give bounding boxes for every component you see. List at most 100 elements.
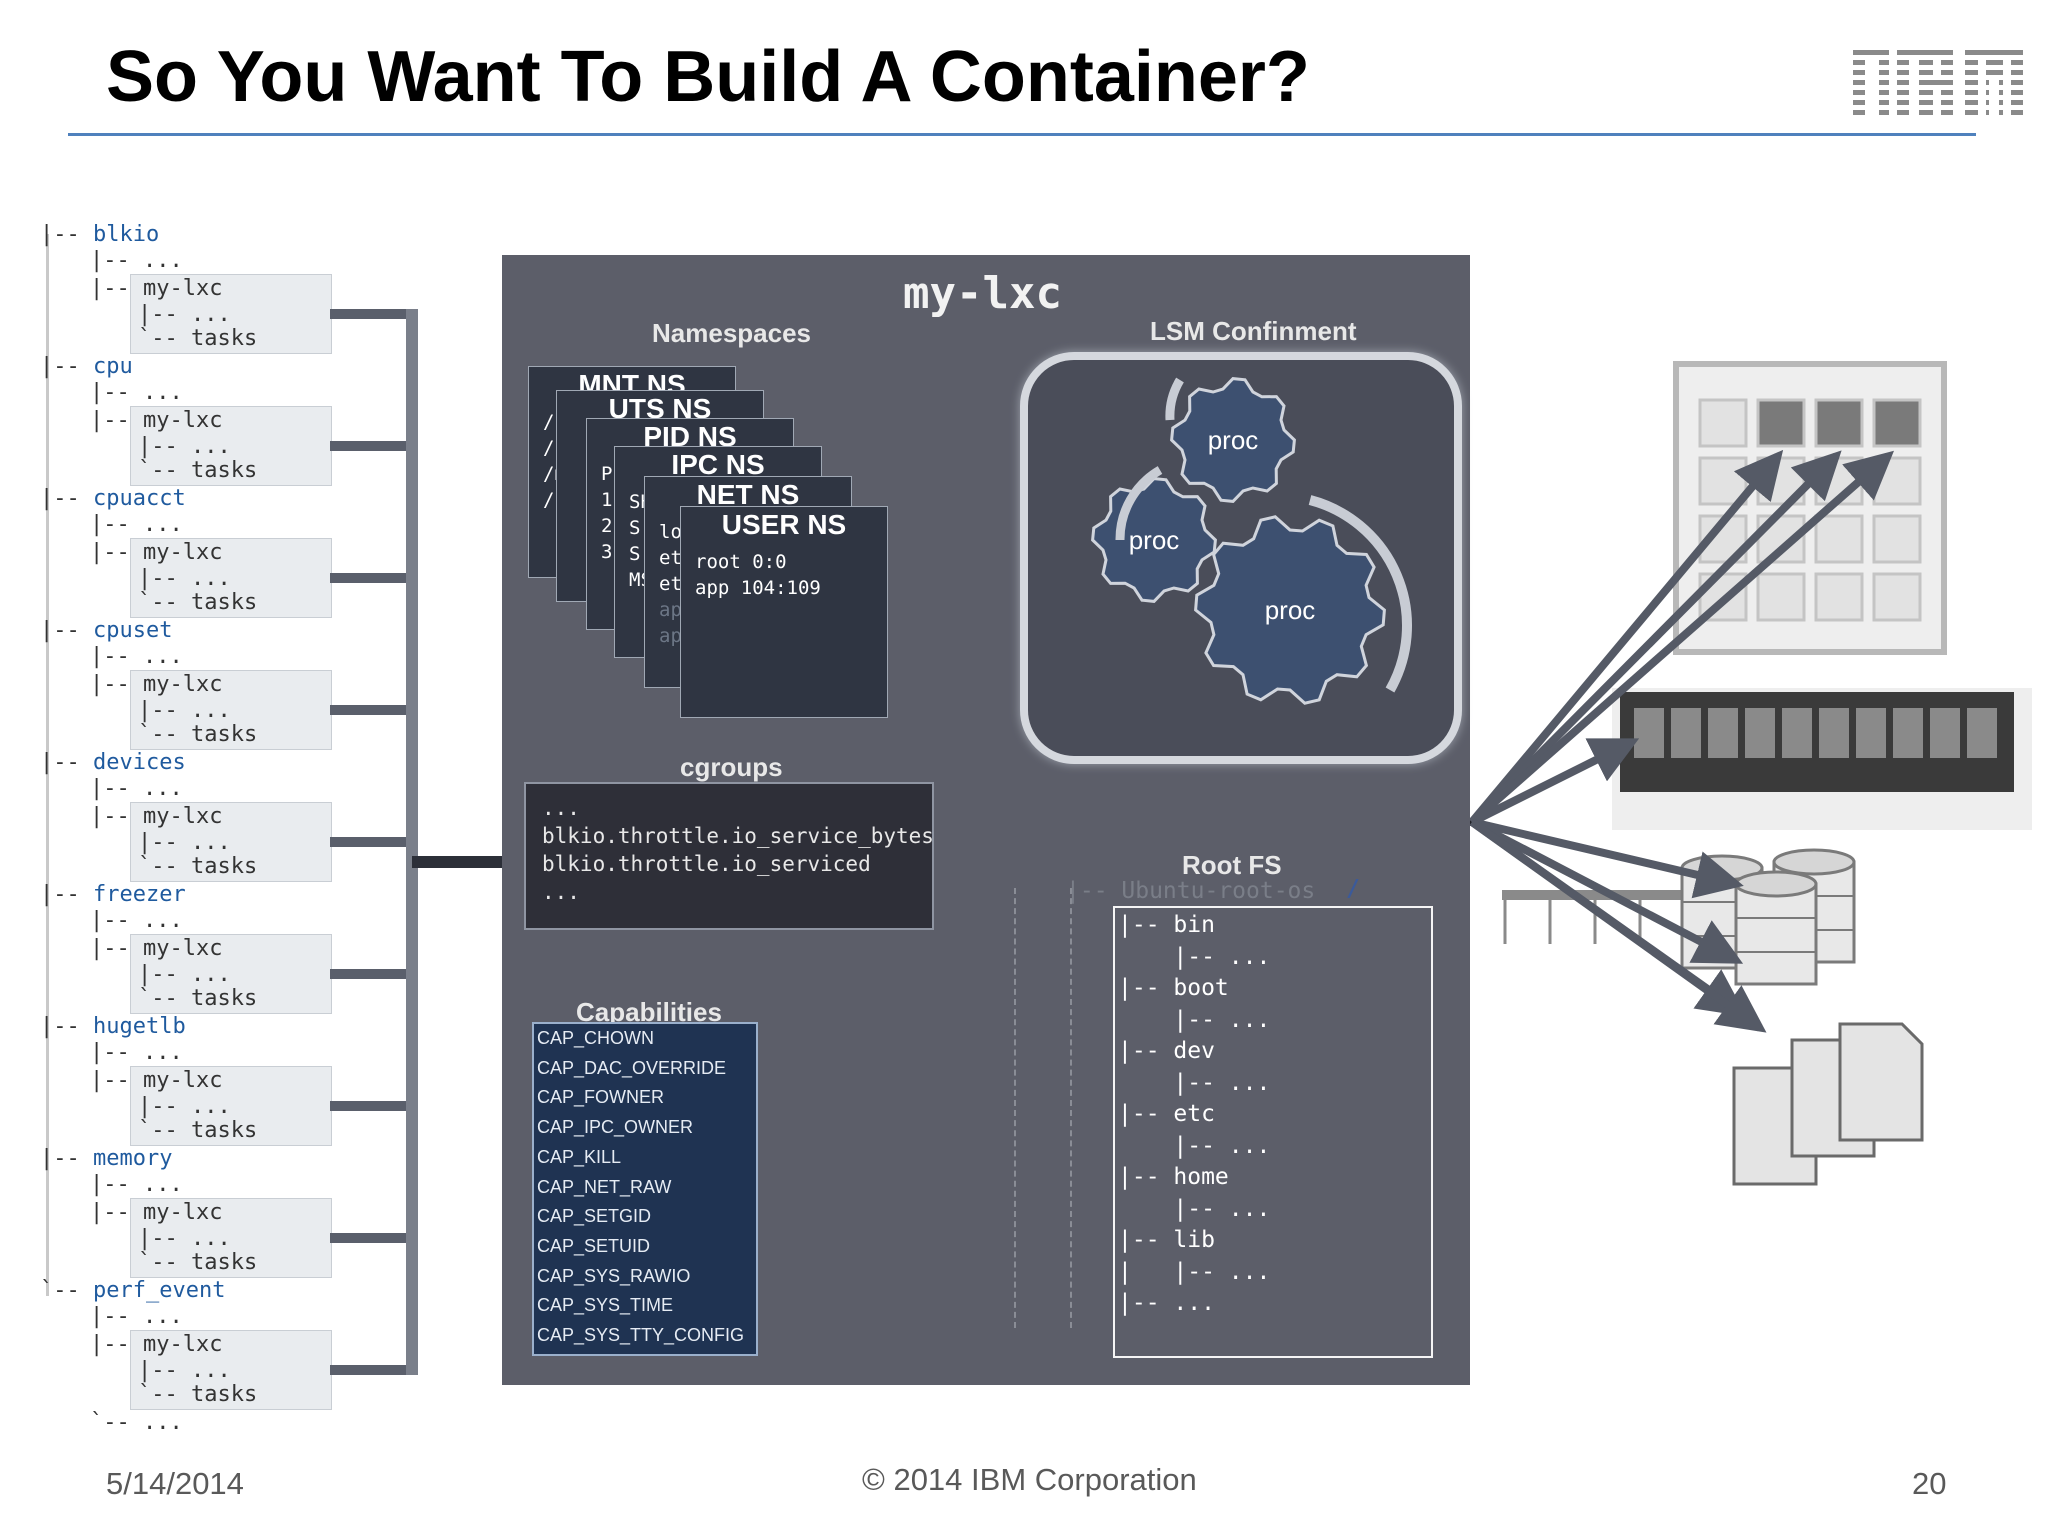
rotation-arrow bbox=[1165, 377, 1184, 421]
container-child-line: |-- ... bbox=[138, 566, 231, 591]
namespace-entry: app 104:109 bbox=[695, 577, 821, 599]
resource-arrow bbox=[1468, 449, 1784, 825]
namespace-entry: 1 bbox=[601, 489, 613, 511]
namespace-entry: / bbox=[543, 411, 555, 433]
cpu-core bbox=[1698, 398, 1748, 448]
tree-prefix: |-- bbox=[40, 222, 93, 247]
cgroup-entry: |-- blkio bbox=[40, 222, 159, 248]
cgroup-hierarchy-tree: |-- blkio|-- ...|-- my-lxc|-- ...`-- tas… bbox=[40, 222, 490, 1442]
container-child-line: |-- ... bbox=[138, 1358, 231, 1383]
tree-prefix: |-- bbox=[40, 354, 93, 379]
container-cgroup-box bbox=[130, 1198, 332, 1278]
capability-item: CAP_DAC_OVERRIDE bbox=[537, 1057, 727, 1078]
cgroup-entry: |-- devices bbox=[40, 750, 186, 776]
tree-ellipsis: |-- ... bbox=[90, 248, 183, 273]
rotation-arrow bbox=[1115, 466, 1163, 541]
rootfs-entry: |-- ... bbox=[1118, 1132, 1271, 1159]
cgroup-name: freezer bbox=[92, 882, 186, 907]
rootfs-box bbox=[1113, 906, 1433, 1358]
tree-ellipsis: |-- ... bbox=[90, 380, 183, 405]
cgroup-entry: |-- freezer bbox=[40, 882, 186, 908]
cpu-core bbox=[1872, 572, 1922, 622]
container-cgroup-box bbox=[130, 406, 332, 486]
database-icon bbox=[1734, 882, 1818, 986]
capability-item: CAP_NET_RAW bbox=[537, 1176, 672, 1197]
memory-chip bbox=[1671, 708, 1701, 758]
cgroup-name: cpuacct bbox=[92, 486, 186, 511]
capability-item: CAP_IPC_OWNER bbox=[537, 1117, 694, 1138]
capability-item: CAP_KILL bbox=[537, 1146, 622, 1167]
tasks-line: `-- tasks bbox=[138, 1118, 258, 1143]
tree-ellipsis: |-- ... bbox=[90, 1040, 183, 1065]
tree-ellipsis: |-- ... bbox=[90, 512, 183, 537]
namespace-card: USER NS root 0:0 app 104:109 bbox=[680, 506, 888, 718]
proc-label: proc bbox=[1265, 595, 1316, 625]
tree-prefix: |-- bbox=[40, 618, 93, 643]
cgroups-file-line: ... bbox=[542, 880, 580, 904]
namespace-title: IPC NS bbox=[671, 449, 765, 480]
rootfs-entry: |-- ... bbox=[1118, 1006, 1271, 1033]
capability-item: CAP_SETUID bbox=[537, 1235, 651, 1256]
rootfs-entry: |-- home bbox=[1118, 1164, 1229, 1190]
slide-title: So You Want To Build A Container? bbox=[106, 37, 1310, 117]
slide-page-number: 20 bbox=[1912, 1466, 1947, 1501]
cgroup-name: blkio bbox=[92, 222, 160, 247]
capability-item: CAP_SYS_RAWIO bbox=[537, 1265, 691, 1286]
container-cgroup-box bbox=[130, 538, 332, 618]
container-cgroup-box bbox=[130, 1066, 332, 1146]
tree-prefix: |-- bbox=[40, 486, 93, 511]
memory-chip bbox=[1708, 708, 1738, 758]
tree-prefix: |-- bbox=[40, 1146, 93, 1171]
namespace-title: NET NS bbox=[696, 479, 800, 510]
namespace-entry: root 0:0 bbox=[695, 551, 787, 573]
gear-icon bbox=[1194, 515, 1386, 705]
tasks-line: `-- tasks bbox=[138, 722, 258, 747]
capabilities-list: CAP_CHOWN CAP_DAC_OVERRIDE CAP_FOWNER CAP_I… bbox=[532, 1022, 758, 1356]
cgroup-entry: |-- memory bbox=[40, 1146, 172, 1172]
resource-arrow bbox=[1469, 450, 1842, 825]
cgroup-entry: |-- cpu bbox=[40, 354, 133, 380]
tree-ellipsis: |-- ... bbox=[90, 908, 183, 933]
resource-arrow bbox=[1470, 818, 1744, 964]
container-name: my-lxc bbox=[903, 268, 1062, 319]
cpu-core bbox=[1756, 398, 1806, 448]
tasks-line: `-- tasks bbox=[138, 1382, 258, 1407]
storage-rail bbox=[1502, 890, 1692, 900]
rootfs-entry: |-- etc bbox=[1118, 1101, 1215, 1127]
database-top bbox=[1772, 848, 1856, 876]
cgroup-name: cpu bbox=[92, 354, 133, 379]
cpu-core bbox=[1814, 398, 1864, 448]
memory-chip bbox=[1930, 708, 1960, 758]
cgroup-name: memory bbox=[92, 1146, 173, 1171]
cgroups-file-line: blkio.throttle.io_service_bytes bbox=[542, 824, 934, 848]
proc-label: proc bbox=[1129, 525, 1180, 555]
namespace-title: USER NS bbox=[721, 509, 847, 540]
slide-date: 5/14/2014 bbox=[106, 1466, 244, 1501]
tree-ellipsis: |-- ... bbox=[90, 644, 183, 669]
container-cgroup-box bbox=[130, 934, 332, 1014]
rootfs-entry: |-- ... bbox=[1118, 1069, 1271, 1096]
container-child-line: |-- ... bbox=[138, 1226, 231, 1251]
container-cgroup-line: |-- my-lxc bbox=[90, 804, 223, 829]
container-cgroup-line: |-- my-lxc bbox=[90, 276, 223, 301]
namespace-entry: 2 bbox=[601, 515, 613, 537]
capability-item: CAP_CHOWN bbox=[537, 1028, 655, 1048]
container-cgroup-line: |-- my-lxc bbox=[90, 540, 223, 565]
container-cgroup-line: |-- my-lxc bbox=[90, 672, 223, 697]
container-cgroup-line: |-- my-lxc bbox=[90, 936, 223, 961]
tasks-line: `-- tasks bbox=[138, 1250, 258, 1275]
resource-arrow bbox=[1469, 450, 1895, 826]
cgroup-entry: |-- cpuset bbox=[40, 618, 172, 644]
cgroup-entry: |-- cpuacct bbox=[40, 486, 186, 512]
capability-item: CAP_SYS_TIME bbox=[537, 1295, 674, 1316]
namespace-entry: S bbox=[629, 517, 641, 539]
memory-chip bbox=[1893, 708, 1923, 758]
cgroup-name: devices bbox=[92, 750, 186, 775]
container-child-line: |-- ... bbox=[138, 302, 231, 327]
cpu-core bbox=[1756, 572, 1806, 622]
container-cgroup-box bbox=[130, 274, 332, 354]
capability-item: CAP_FOWNER bbox=[537, 1087, 665, 1108]
rootfs-entry: |-- ... bbox=[1118, 1290, 1215, 1316]
